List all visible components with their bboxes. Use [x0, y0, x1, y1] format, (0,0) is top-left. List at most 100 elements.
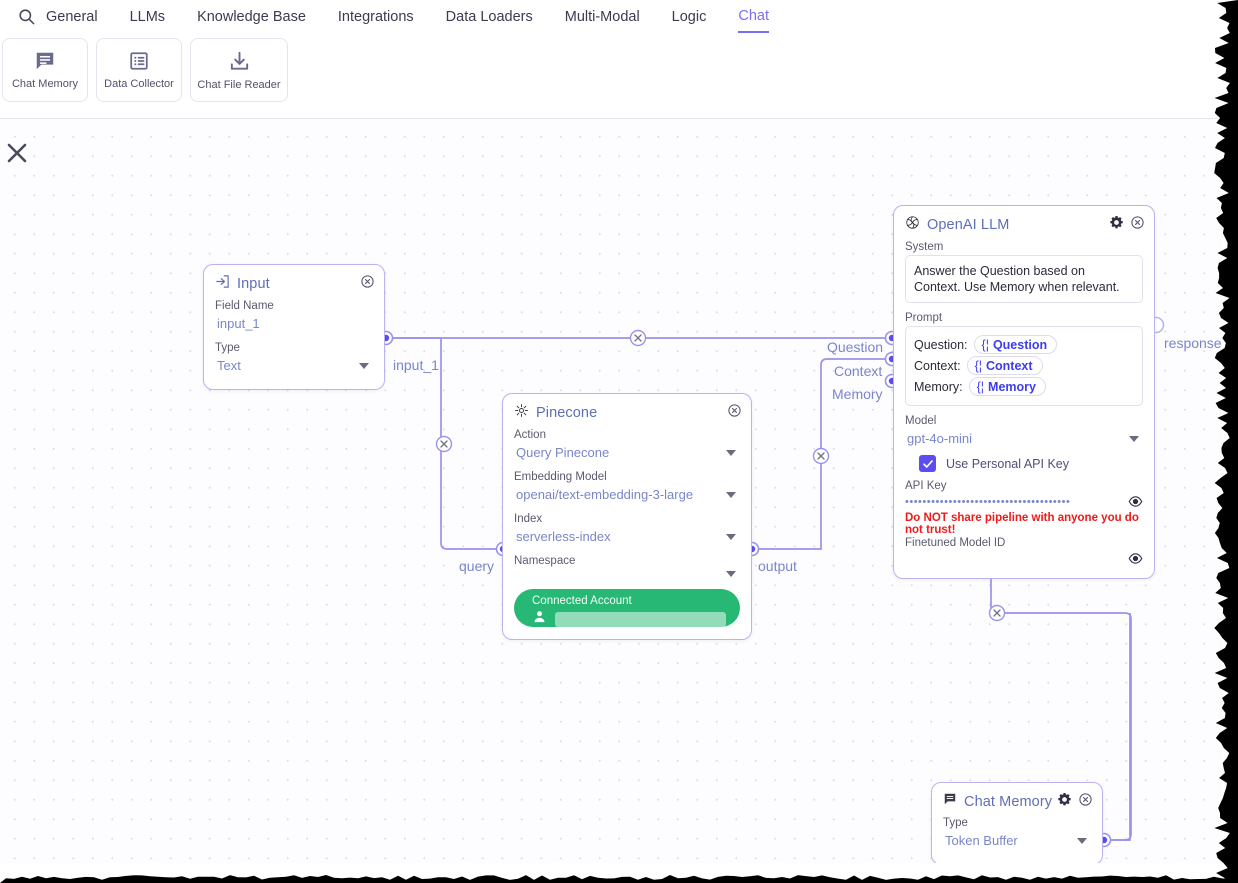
- chevron-down-icon: [1129, 435, 1139, 442]
- field-label: Index: [514, 513, 543, 525]
- tab-general[interactable]: General: [46, 8, 98, 25]
- input-arrow-icon: [215, 274, 230, 294]
- edge-delete-button: [812, 447, 830, 465]
- field-namespace: Namespace: [514, 555, 740, 579]
- variable-chip-context[interactable]: {¦ Context: [966, 356, 1043, 375]
- node-header-actions: [727, 403, 742, 418]
- field-type: Type Text: [215, 342, 373, 375]
- api-key-warning: Do NOT share pipeline with anyone you do…: [905, 512, 1139, 536]
- eye-icon[interactable]: [1128, 494, 1143, 509]
- gear-icon[interactable]: [1109, 215, 1124, 230]
- embedding-model-select[interactable]: openai/text-embedding-3-large: [514, 485, 740, 504]
- api-key-input-row[interactable]: ••••••••••••••••••••••••••••••••••••••: [905, 494, 1143, 509]
- node-input[interactable]: Input Field Name input_1 Type: [203, 264, 385, 390]
- use-personal-api-key-checkbox[interactable]: [919, 455, 936, 472]
- field-label: Type: [943, 817, 968, 829]
- tab-llms[interactable]: LLMs: [129, 8, 166, 25]
- system-prompt-textarea[interactable]: Answer the Question based on Context. Us…: [905, 255, 1143, 303]
- palette-item-label: Chat File Reader: [197, 78, 281, 91]
- node-body: Field Name input_1 Type Text: [204, 298, 384, 389]
- node-body: System Answer the Question based on Cont…: [894, 239, 1154, 578]
- type-select[interactable]: Text: [215, 356, 373, 375]
- field-embedding-model: Embedding Model openai/text-embedding-3-…: [514, 471, 740, 504]
- curly-brace-icon: {¦: [974, 358, 982, 373]
- node-openai-llm[interactable]: OpenAI LLM System: [893, 205, 1155, 579]
- type-select-value: Text: [217, 358, 241, 373]
- palette-item-data-collector[interactable]: Data Collector: [96, 38, 182, 102]
- list-table-icon: [128, 50, 150, 72]
- tab-multi-modal[interactable]: Multi-Modal: [564, 8, 640, 25]
- model-select[interactable]: gpt-4o-mini: [905, 429, 1143, 448]
- prompt-textarea[interactable]: Question: {¦ Question Context: {¦ Contex…: [905, 326, 1143, 406]
- node-title: OpenAI LLM: [927, 217, 1010, 233]
- field-type: Type Token Buffer: [943, 817, 1091, 850]
- field-name-input[interactable]: input_1: [217, 316, 260, 331]
- edge-memory-seg1: [1104, 613, 1131, 841]
- action-select[interactable]: Query Pinecone: [514, 443, 740, 462]
- field-index: Index serverless-index: [514, 513, 740, 546]
- embedding-model-select-value: openai/text-embedding-3-large: [516, 487, 694, 502]
- pinecone-gear-icon: [514, 403, 529, 423]
- finetuned-model-id-input-row[interactable]: [905, 551, 1143, 566]
- palette-item-label: Data Collector: [104, 78, 174, 90]
- close-icon[interactable]: [727, 403, 742, 418]
- tab-logic[interactable]: Logic: [671, 8, 707, 25]
- curly-brace-icon: {¦: [981, 337, 989, 352]
- api-key-masked-value: ••••••••••••••••••••••••••••••••••••••: [905, 495, 1071, 508]
- memory-type-select[interactable]: Token Buffer: [943, 831, 1091, 850]
- pipeline-canvas[interactable]: input_1 query output Question Context Me…: [0, 119, 1222, 863]
- node-header: Pinecone: [503, 394, 751, 427]
- chevron-down-icon: [1077, 837, 1087, 844]
- field-prompt: Prompt Question: {¦ Question Context:: [905, 312, 1143, 406]
- node-chat-memory[interactable]: Chat Memory Type: [931, 782, 1103, 863]
- field-finetuned-model-id: Finetuned Model ID: [905, 537, 1143, 566]
- close-icon[interactable]: [360, 274, 375, 289]
- connected-account-button[interactable]: Connected Account: [514, 589, 740, 627]
- variable-chip-memory[interactable]: {¦ Memory: [968, 377, 1046, 396]
- chevron-down-icon: [726, 449, 736, 456]
- eye-icon[interactable]: [1128, 551, 1143, 566]
- palette-item-chat-memory[interactable]: Chat Memory: [2, 38, 88, 102]
- edge-label-input-1: input_1: [393, 357, 439, 373]
- use-personal-api-key-row[interactable]: Use Personal API Key: [919, 455, 1143, 472]
- search-icon[interactable]: [6, 1, 46, 31]
- close-icon[interactable]: [1078, 792, 1093, 807]
- chat-bubble-icon: [34, 50, 56, 72]
- node-pinecone[interactable]: Pinecone Action Query Pinecone: [502, 393, 752, 640]
- prompt-row: Question: {¦ Question: [914, 335, 1134, 354]
- field-system: System Answer the Question based on Cont…: [905, 241, 1143, 303]
- palette-item-chat-file-reader[interactable]: Chat File Reader: [190, 38, 288, 102]
- node-body: Type Token Buffer: [932, 815, 1102, 863]
- node-body: Action Query Pinecone Embedding Model op…: [503, 427, 751, 639]
- field-model: Model gpt-4o-mini: [905, 415, 1143, 448]
- toolbar: General LLMs Knowledge Base Integrations…: [0, 0, 1222, 119]
- field-label: Action: [514, 429, 546, 441]
- variable-chip-question[interactable]: {¦ Question: [973, 335, 1058, 354]
- connected-account-label: Connected Account: [532, 595, 632, 607]
- index-select[interactable]: serverless-index: [514, 527, 740, 546]
- connected-account-value: [555, 611, 726, 627]
- close-canvas-button[interactable]: [5, 141, 29, 165]
- prompt-key: Memory:: [914, 379, 963, 394]
- edge-delete-button: [435, 435, 453, 453]
- edge-label-response: response: [1164, 335, 1222, 351]
- memory-type-select-value: Token Buffer: [945, 833, 1018, 848]
- chevron-down-icon: [726, 533, 736, 540]
- torn-edge-bottom: [0, 875, 1238, 883]
- node-header-actions: [1057, 792, 1093, 807]
- tab-knowledge-base[interactable]: Knowledge Base: [197, 8, 306, 25]
- field-label: Finetuned Model ID: [905, 537, 1006, 549]
- tab-chat[interactable]: Chat: [738, 8, 769, 33]
- field-field-name: Field Name input_1: [215, 300, 373, 333]
- gear-icon[interactable]: [1057, 792, 1072, 807]
- namespace-select[interactable]: [514, 569, 740, 579]
- edge-delete-button: [629, 329, 647, 347]
- node-header-actions: [1109, 215, 1145, 230]
- user-icon: [532, 609, 547, 629]
- model-select-value: gpt-4o-mini: [907, 431, 973, 446]
- tab-integrations[interactable]: Integrations: [337, 8, 414, 25]
- close-icon[interactable]: [1130, 215, 1145, 230]
- tab-data-loaders[interactable]: Data Loaders: [445, 8, 533, 25]
- field-label: Embedding Model: [514, 471, 607, 483]
